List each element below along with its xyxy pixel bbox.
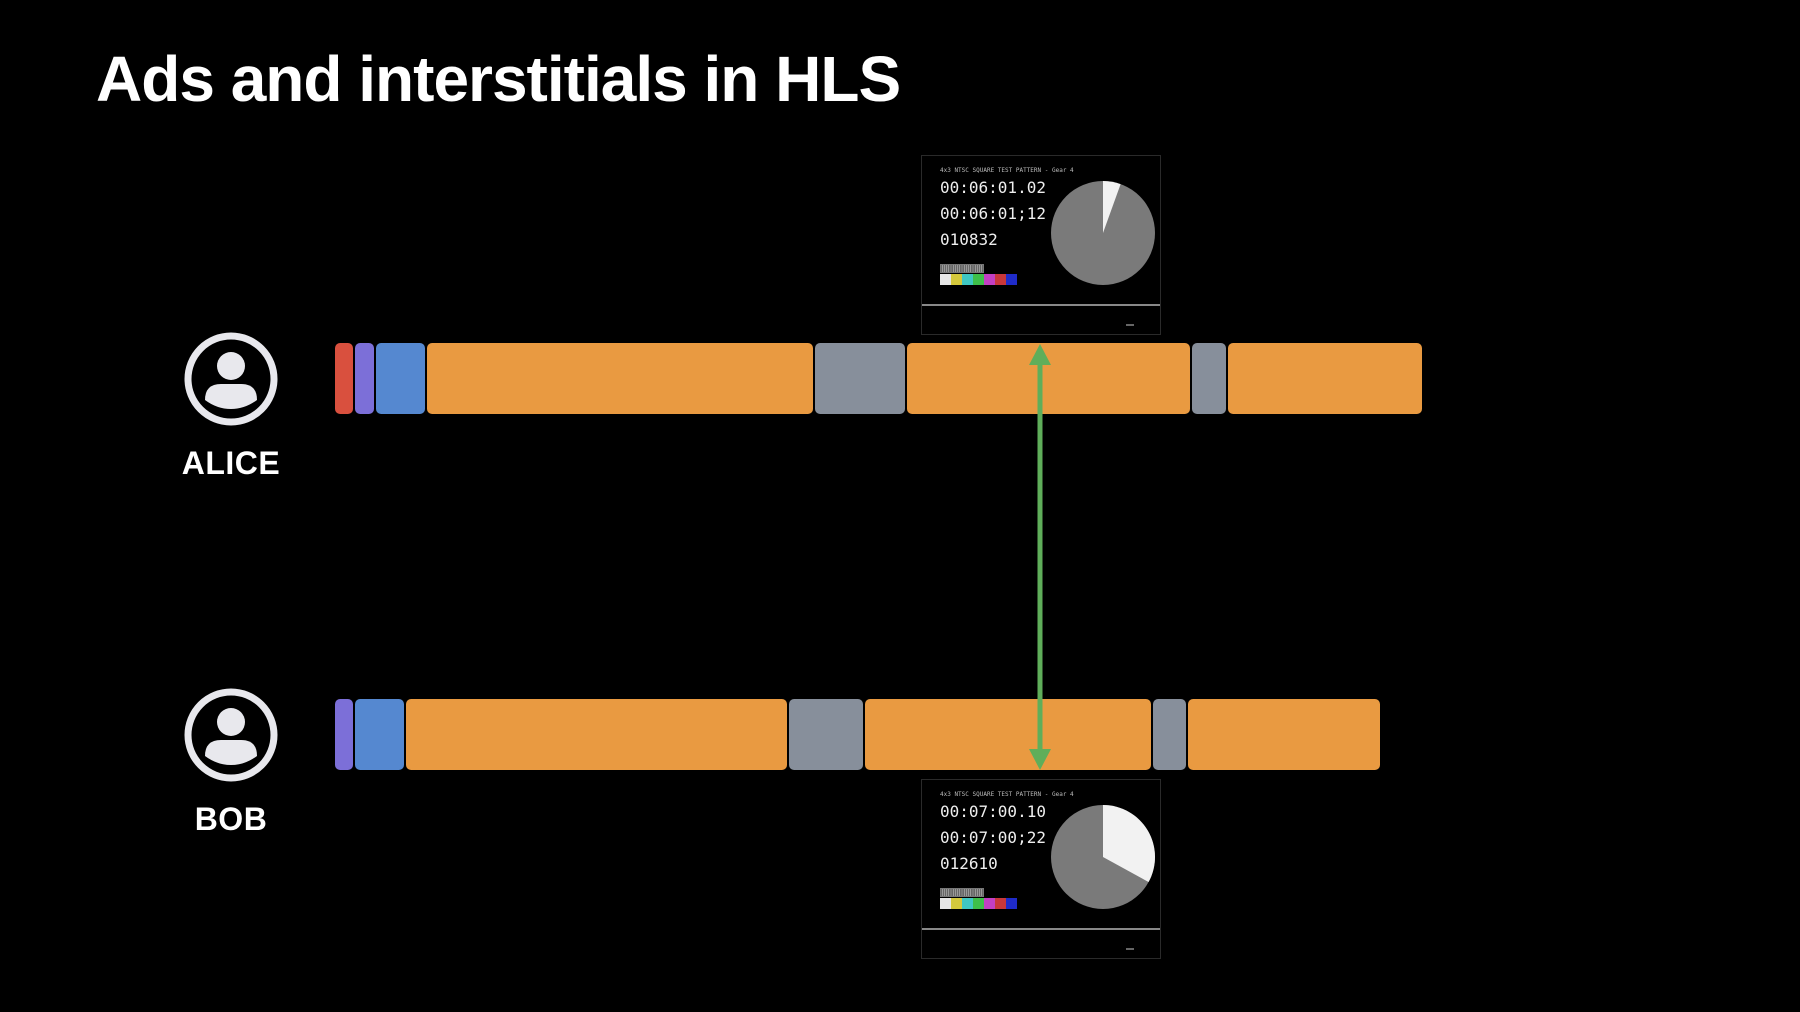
color-bar (995, 274, 1006, 285)
segment-ad-purple (335, 699, 354, 770)
person-icon (184, 332, 278, 426)
video-frame-bob: 4x3 NTSC SQUARE TEST PATTERN - Gear 4 00… (921, 779, 1161, 959)
grayscale-step (951, 264, 962, 273)
color-bar (940, 274, 951, 285)
color-bars (940, 898, 1017, 909)
color-bar (1006, 274, 1017, 285)
color-bar (984, 274, 995, 285)
user-bob: BOB (151, 687, 311, 838)
clock-sweep (1103, 805, 1155, 883)
segment-interstitial (1152, 699, 1187, 770)
person-icon (184, 688, 278, 782)
color-bars (940, 274, 1017, 285)
test-pattern-header: 4x3 NTSC SQUARE TEST PATTERN - Gear 4 (940, 167, 1074, 174)
frame-counter: 012610 (940, 854, 998, 873)
segment-interstitial (814, 343, 905, 414)
segment-ad-red (335, 343, 354, 414)
frame-divider (922, 304, 1160, 306)
frame-divider (922, 928, 1160, 930)
timeline-bob (335, 699, 1380, 770)
segment-ad-blue (355, 699, 404, 770)
grayscale-step (940, 888, 951, 897)
segment-content (1188, 699, 1380, 770)
grayscale-steps (940, 888, 984, 897)
clock-sweep-icon (1051, 805, 1155, 909)
segment-content (405, 699, 788, 770)
segment-ad-blue (375, 343, 425, 414)
user-name-alice: ALICE (181, 445, 281, 481)
grayscale-step (973, 888, 984, 897)
grayscale-step (951, 888, 962, 897)
clock-sweep (1103, 181, 1121, 233)
color-bar (973, 274, 984, 285)
segment-interstitial (1192, 343, 1227, 414)
timecode-line-2: 00:07:00;22 (940, 828, 1046, 847)
user-alice: ALICE (151, 331, 311, 482)
segment-content (426, 343, 813, 414)
color-bar (940, 898, 951, 909)
color-bar (962, 274, 973, 285)
video-frame-alice: 4x3 NTSC SQUARE TEST PATTERN - Gear 4 00… (921, 155, 1161, 335)
color-bar (984, 898, 995, 909)
frame-marker (1126, 948, 1134, 950)
timecode-line-2: 00:06:01;12 (940, 204, 1046, 223)
grayscale-step (940, 264, 951, 273)
color-bar (962, 898, 973, 909)
timecode-line-1: 00:06:01.02 (940, 178, 1046, 197)
segment-content (1228, 343, 1422, 414)
grayscale-step (973, 264, 984, 273)
frame-marker (1126, 324, 1134, 326)
clock-sweep-icon (1051, 181, 1155, 285)
timecode-line-1: 00:07:00.10 (940, 802, 1046, 821)
user-name-bob: BOB (194, 801, 268, 837)
test-pattern-header: 4x3 NTSC SQUARE TEST PATTERN - Gear 4 (940, 791, 1074, 798)
frame-counter: 010832 (940, 230, 998, 249)
segment-ad-purple (355, 343, 374, 414)
segment-content (906, 343, 1191, 414)
grayscale-step (962, 888, 973, 897)
grayscale-step (962, 264, 973, 273)
color-bar (951, 274, 962, 285)
slide-title: Ads and interstitials in HLS (96, 43, 901, 115)
color-bar (951, 898, 962, 909)
grayscale-steps (940, 264, 984, 273)
color-bar (973, 898, 984, 909)
segment-interstitial (789, 699, 864, 770)
color-bar (1006, 898, 1017, 909)
color-bar (995, 898, 1006, 909)
timeline-alice (335, 343, 1422, 414)
segment-content (865, 699, 1151, 770)
